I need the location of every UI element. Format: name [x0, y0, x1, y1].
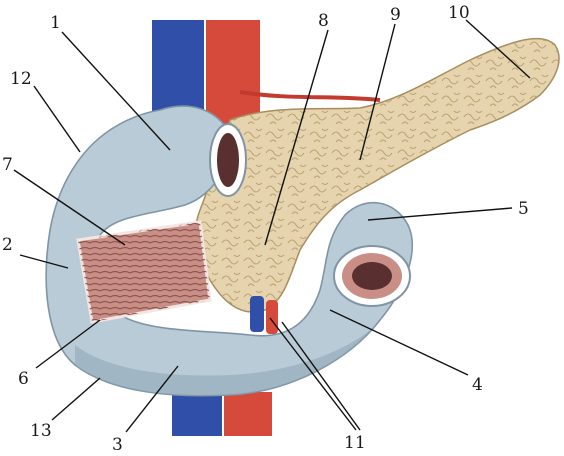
vena-cava-top: [152, 20, 204, 112]
duodenum-body: [45, 105, 413, 397]
distal-lumen: [352, 262, 392, 290]
leader-5: [367, 207, 513, 221]
mucosa-folds: [78, 222, 210, 322]
duodenum: [45, 105, 413, 397]
label-10: 10: [448, 3, 470, 23]
label-6: 6: [18, 369, 29, 389]
pylorus-lumen: [217, 133, 239, 187]
leader-2: [19, 254, 69, 269]
mesenteric-vein: [250, 296, 264, 332]
leader-13: [51, 377, 101, 421]
leader-12: [33, 85, 81, 153]
label-13: 13: [30, 421, 52, 441]
leader-1: [61, 31, 171, 151]
aorta-top: [206, 20, 260, 130]
duodenum-shading: [75, 320, 380, 396]
label-1: 1: [50, 13, 61, 33]
label-11: 11: [344, 433, 366, 453]
label-4: 4: [472, 375, 483, 395]
mesenteric-vessels: [250, 296, 278, 334]
label-8: 8: [318, 11, 329, 31]
label-2: 2: [2, 235, 13, 255]
number-labels: 1 2 3 4 5 6 7 8 9 10 11 12 13: [2, 3, 529, 455]
leader-7: [13, 169, 126, 246]
label-9: 9: [390, 5, 401, 25]
leader-3: [125, 365, 179, 433]
label-12: 12: [10, 69, 32, 89]
leader-4: [329, 309, 469, 376]
leader-11b: [281, 321, 361, 431]
leader-6: [35, 319, 101, 369]
label-3: 3: [112, 435, 123, 455]
label-5: 5: [518, 199, 529, 219]
splenic-artery: [239, 90, 381, 102]
vena-cava-bottom: [172, 392, 222, 436]
aorta-bottom: [224, 392, 272, 436]
label-7: 7: [2, 155, 13, 175]
leader-9: [359, 23, 396, 161]
leader-11a: [269, 317, 357, 431]
pancreas-lobulation: [195, 38, 560, 312]
mesenteric-artery: [266, 300, 278, 334]
aorta-vena-cava-top: [152, 20, 381, 130]
leader-10: [465, 19, 531, 79]
vessels-bottom: [172, 392, 272, 436]
leader-lines: [13, 19, 531, 433]
leader-8: [264, 29, 329, 246]
